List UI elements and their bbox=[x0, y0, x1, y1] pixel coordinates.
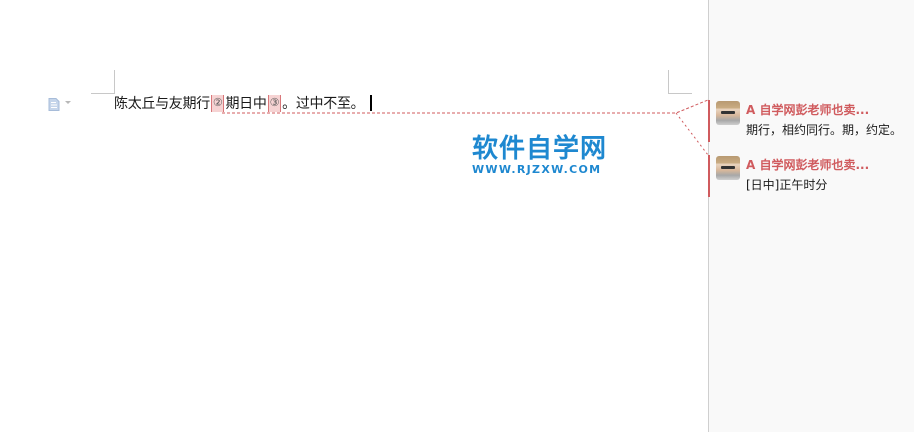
document-page[interactable]: 陈太丘与友期行 ② 期日中 ③ 。过中不至。 软件自学网 WWW.RJZXW.C… bbox=[0, 0, 708, 432]
page-margin-corner-top-right bbox=[668, 70, 669, 94]
chevron-down-icon bbox=[65, 101, 71, 104]
avatar bbox=[716, 156, 740, 180]
paragraph-text: 。过中不至。 bbox=[282, 96, 365, 112]
document-paragraph[interactable]: 陈太丘与友期行 ② 期日中 ③ 。过中不至。 bbox=[114, 93, 373, 113]
comment-reference-3[interactable]: ③ bbox=[267, 94, 282, 112]
paragraph-menu-button[interactable] bbox=[48, 95, 76, 111]
comments-pane: A 自学网彭老师也卖... 期行，相约同行。期，约定。 A 自学网彭老师也卖..… bbox=[708, 0, 914, 432]
comment-accent-bar bbox=[708, 100, 710, 142]
watermark-logo: 软件自学网 WWW.RJZXW.COM bbox=[472, 135, 607, 176]
paragraph-text: 期日中 bbox=[225, 96, 267, 112]
comment-text[interactable]: [日中]正午时分 bbox=[746, 178, 828, 192]
comment-card[interactable]: A 自学网彭老师也卖... 期行，相约同行。期，约定。 bbox=[708, 100, 914, 142]
text-cursor bbox=[370, 95, 373, 111]
comment-author: A 自学网彭老师也卖... bbox=[746, 158, 870, 172]
watermark-url: WWW.RJZXW.COM bbox=[472, 163, 602, 176]
comment-text[interactable]: 期行，相约同行。期，约定。 bbox=[746, 123, 903, 137]
comment-reference-2[interactable]: ② bbox=[210, 94, 225, 112]
comment-card[interactable]: A 自学网彭老师也卖... [日中]正午时分 bbox=[708, 155, 914, 197]
comment-author: A 自学网彭老师也卖... bbox=[746, 103, 870, 117]
page-margin-corner-top-right bbox=[668, 93, 692, 94]
comment-accent-bar bbox=[708, 155, 710, 197]
page-margin-corner-top-left bbox=[114, 70, 115, 94]
page-margin-corner-top-left bbox=[91, 93, 115, 94]
document-icon bbox=[48, 96, 60, 111]
watermark-title: 软件自学网 bbox=[472, 134, 608, 164]
paragraph-text: 陈太丘与友期行 bbox=[114, 96, 210, 112]
avatar bbox=[716, 101, 740, 125]
